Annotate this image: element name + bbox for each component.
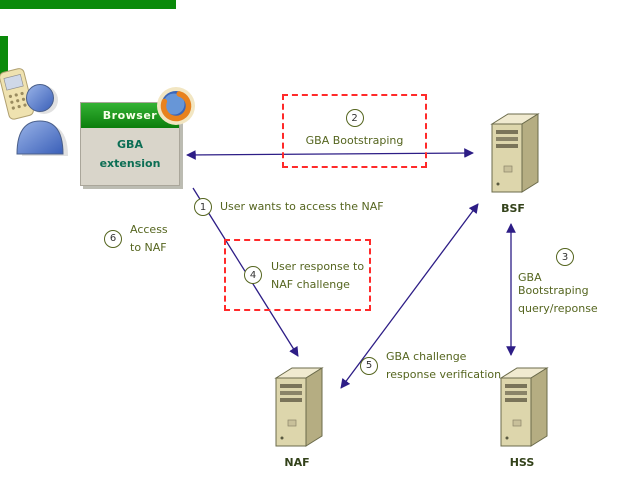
step6: 6 Access to NAF [104, 223, 168, 254]
step6-text-line1: Access [130, 223, 168, 236]
step2-text: GBA Bootstraping [305, 134, 404, 147]
server-icon [274, 367, 324, 447]
step5-number: 5 [360, 356, 378, 375]
step2-box: 2 GBA Bootstraping [282, 94, 427, 168]
hss-label: HSS [509, 456, 535, 469]
hss-node: HSS [487, 362, 557, 469]
step5-text-line2: response verification [386, 368, 502, 381]
step4-text-line1: User response to [271, 259, 365, 273]
step3-text-line1: GBA Bootstraping [518, 271, 589, 297]
server-icon [499, 367, 549, 447]
phone-icon [0, 68, 34, 120]
user-phone-icon [0, 64, 76, 166]
step1-text: User wants to access the NAF [220, 200, 384, 213]
step1-number: 1 [194, 198, 212, 216]
step3: 3 GBA Bootstraping query/reponse [518, 248, 612, 315]
server-icon [490, 113, 540, 193]
step4-text-line2: NAF challenge [271, 277, 350, 291]
firefox-icon [156, 86, 196, 126]
step2-number: 2 [345, 109, 364, 127]
step6-number: 6 [104, 229, 122, 248]
bsf-node: BSF [478, 108, 548, 215]
naf-label: NAF [284, 456, 310, 469]
naf-node: NAF [262, 362, 332, 469]
gba-extension-label: GBA extension [99, 138, 161, 170]
step4-box: 4 User response to NAF challenge [224, 239, 371, 311]
step5: 5 GBA challenge response verification [360, 350, 501, 381]
step3-number: 3 [556, 248, 574, 266]
window-edge-top [0, 0, 176, 9]
bsf-label: BSF [501, 202, 525, 215]
step6-text-line2: to NAF [130, 241, 167, 254]
step4-number: 4 [244, 266, 262, 284]
step5-text-line1: GBA challenge [386, 350, 467, 363]
person-icon [16, 84, 68, 156]
window-edge-left [0, 36, 8, 78]
step3-text-line2: query/reponse [518, 302, 598, 315]
browser-title: Browser [102, 109, 158, 122]
step1: 1 User wants to access the NAF [194, 198, 384, 216]
